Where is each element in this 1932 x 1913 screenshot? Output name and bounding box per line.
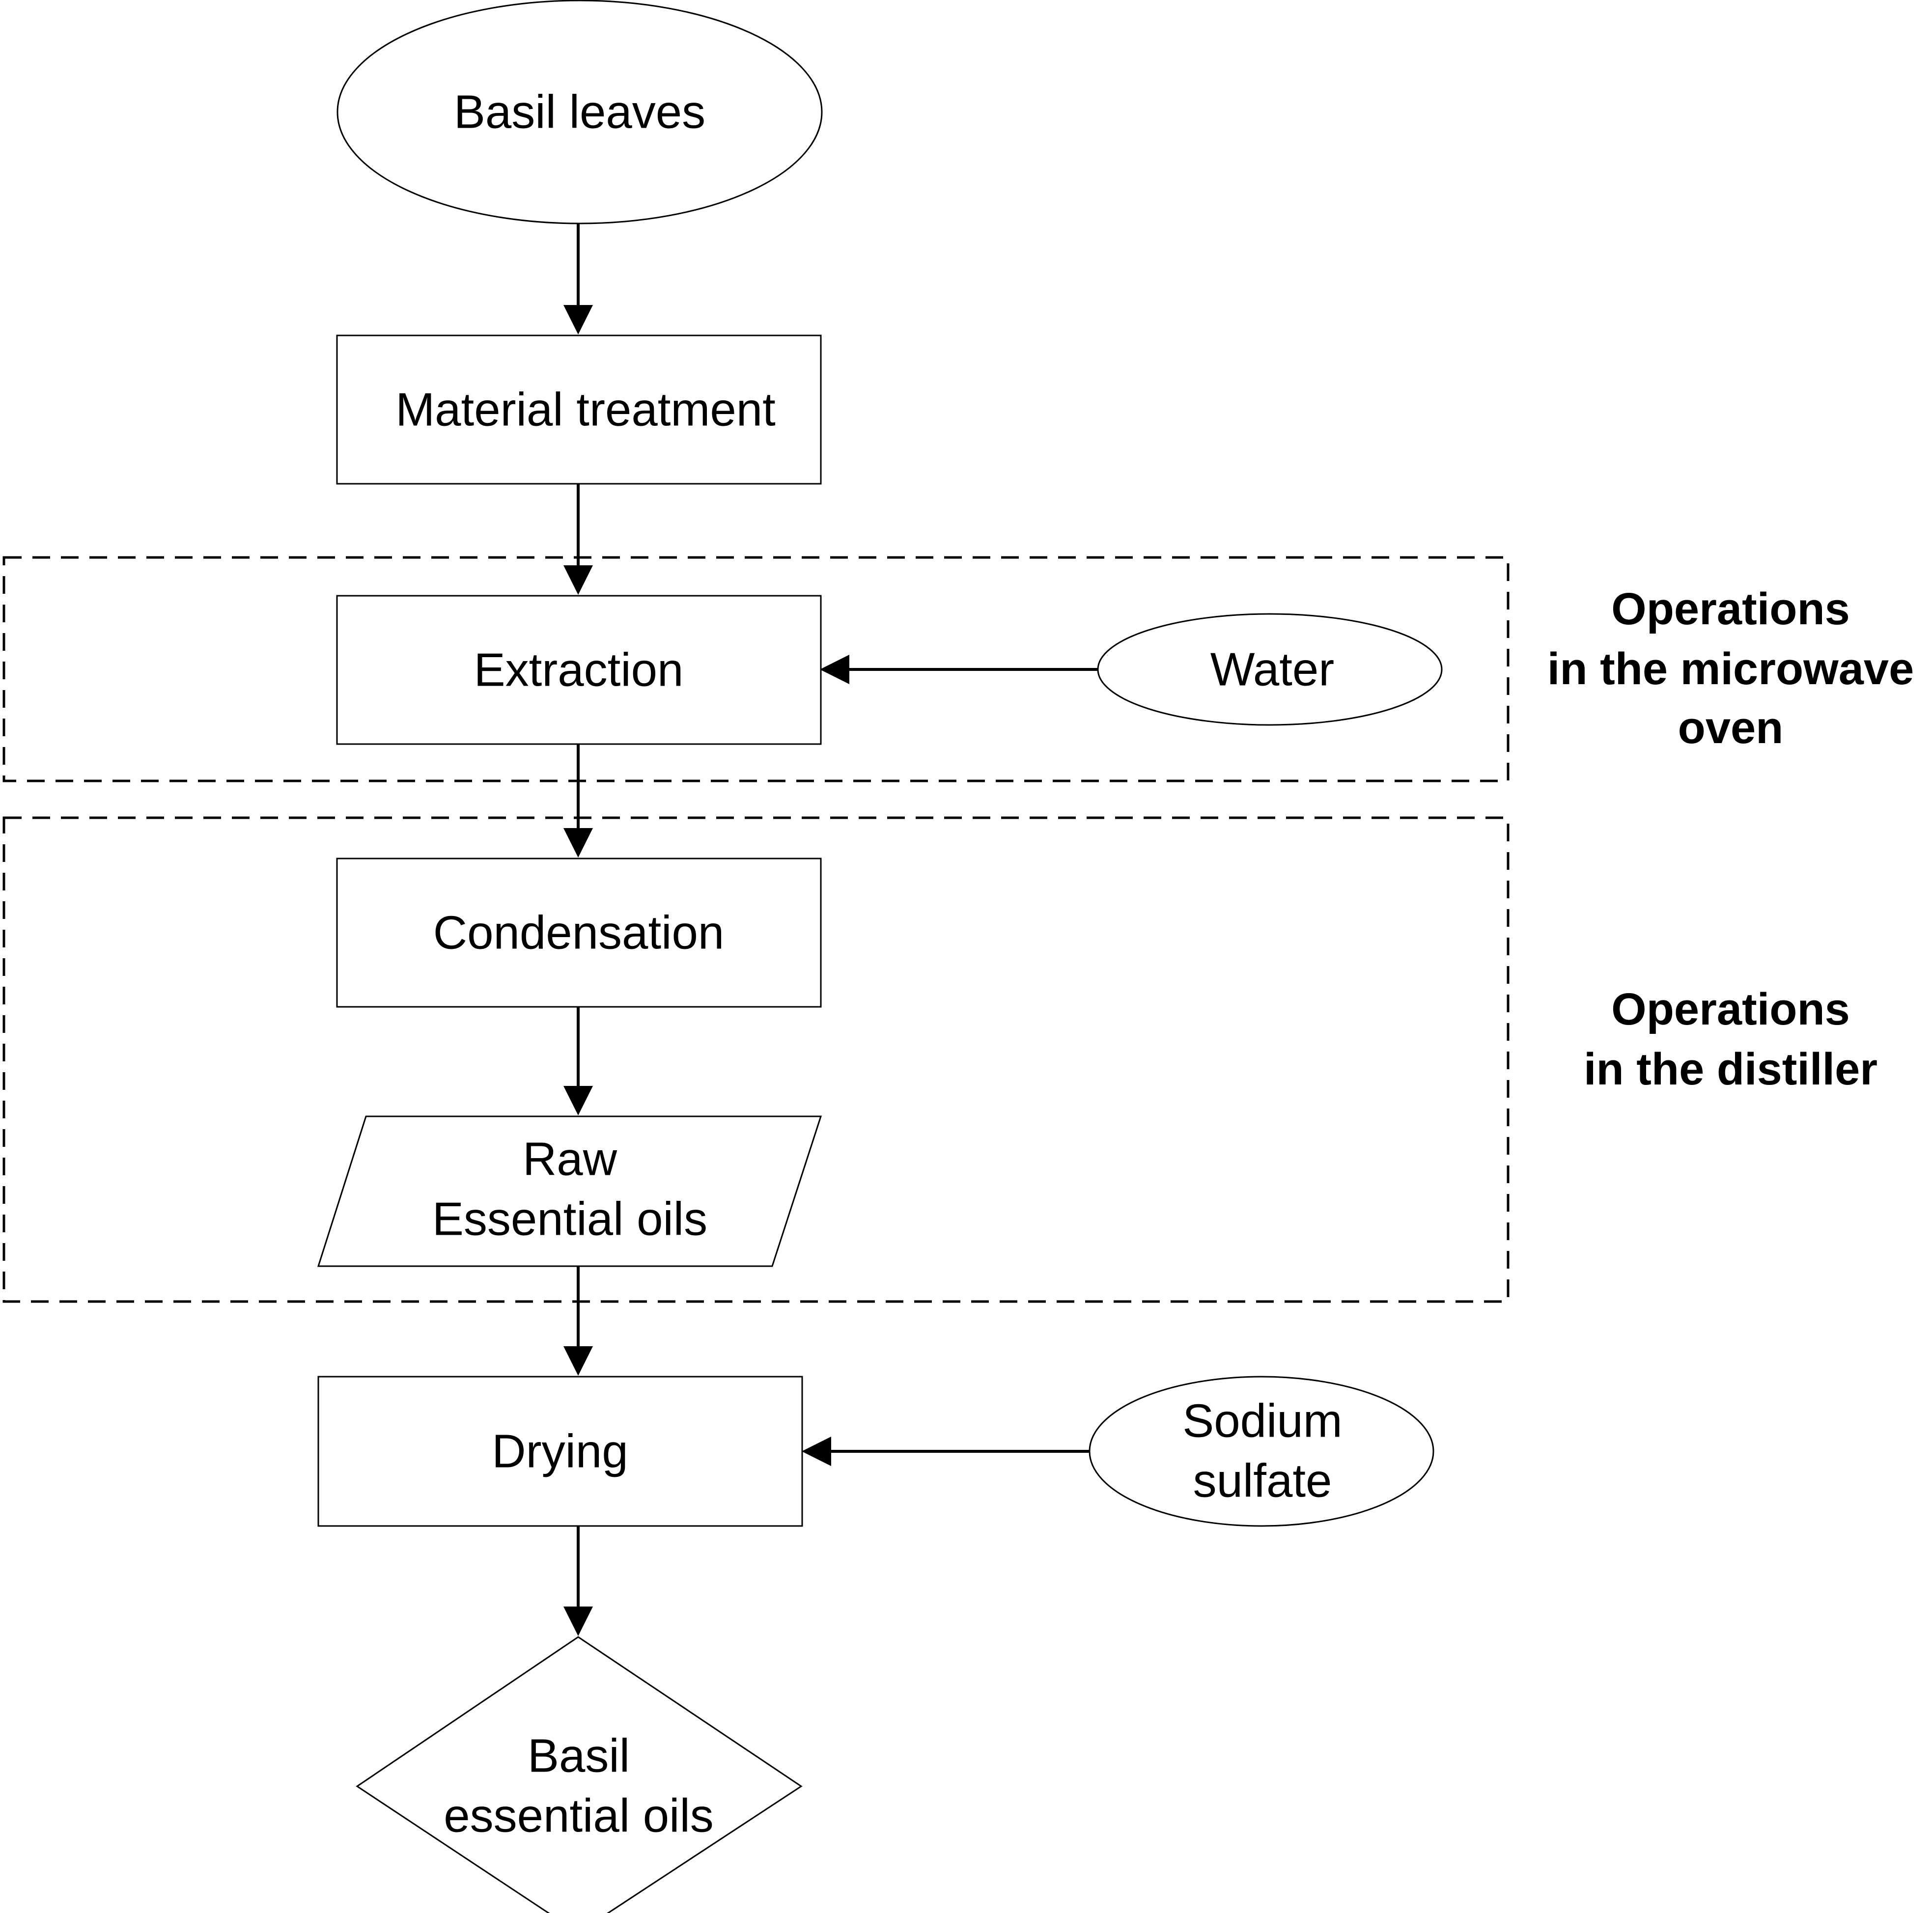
microwave-group-label: Operations in the microwave oven: [1547, 584, 1914, 753]
microwave-operations-group: [2, 556, 1510, 782]
node-basil-leaves: Basil leaves: [336, 0, 823, 224]
raw-oils-label-line1: Raw: [523, 1133, 617, 1186]
microwave-label-line1: Operations: [1611, 584, 1850, 634]
node-material-treatment: Material treatment: [336, 334, 822, 485]
node-basil-essential-oils: Basil essential oils: [356, 1636, 803, 1913]
sodium-sulfate-label-line2: sulfate: [1193, 1455, 1332, 1507]
microwave-label-line2: in the microwave: [1547, 644, 1914, 694]
distiller-label-line1: Operations: [1611, 984, 1850, 1034]
distiller-label-line2: in the distiller: [1584, 1044, 1877, 1094]
node-drying: Drying: [317, 1376, 803, 1527]
distiller-operations-group: [2, 816, 1510, 1303]
basil-oils-label-line1: Basil: [528, 1730, 630, 1782]
sodium-sulfate-label-line1: Sodium: [1182, 1395, 1343, 1447]
node-raw-essential-oils: Raw Essential oils: [317, 1115, 822, 1267]
raw-oils-label-line2: Essential oils: [432, 1193, 707, 1246]
node-extraction: Extraction: [336, 595, 822, 745]
node-sodium-sulfate: Sodium sulfate: [1089, 1376, 1434, 1527]
material-treatment-label: Material treatment: [395, 384, 776, 436]
drying-label: Drying: [492, 1425, 628, 1478]
node-water: Water: [1097, 613, 1443, 726]
distiller-group-label: Operations in the distiller: [1584, 984, 1877, 1094]
basil-oils-label-line2: essential oils: [444, 1790, 714, 1842]
water-label: Water: [1210, 643, 1334, 696]
condensation-label: Condensation: [433, 907, 724, 959]
node-condensation: Condensation: [336, 858, 822, 1008]
microwave-label-line3: oven: [1678, 703, 1784, 753]
extraction-label: Extraction: [474, 644, 684, 696]
basil-leaves-label: Basil leaves: [454, 86, 705, 139]
